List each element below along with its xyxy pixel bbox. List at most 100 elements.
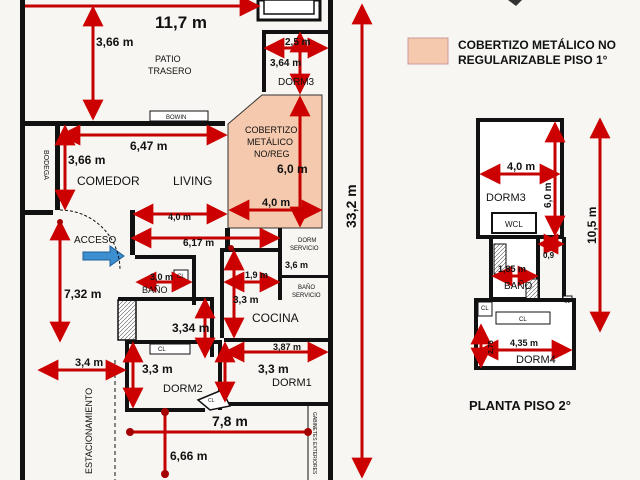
logo-mark xyxy=(508,0,522,6)
ds-wall-mid xyxy=(282,275,328,278)
sf-room-bano: BAÑO xyxy=(504,279,533,292)
sf-dim-w-top: 4,0 m xyxy=(507,161,535,173)
room-cl-corner: CL xyxy=(208,398,215,404)
room-bano-servicio-2: SERVICIO xyxy=(292,293,321,299)
dorm2-cl-box xyxy=(149,343,191,355)
dim-dot xyxy=(161,470,169,478)
room-dorm2: DORM2 xyxy=(163,383,203,395)
legend-swatch xyxy=(407,37,449,65)
dim-front-h: 6,66 m xyxy=(170,449,207,463)
room-bowin: BOWIN xyxy=(166,115,186,121)
bano-wall-right xyxy=(192,255,196,305)
room-bano-servicio-1: BAÑO xyxy=(298,284,315,291)
sf-cl-box1 xyxy=(477,301,493,317)
acceso-wall xyxy=(25,210,53,215)
dim-w-total: 11,7 m xyxy=(155,13,207,32)
sf-dim-dorm4-w: 4,35 m xyxy=(510,338,538,348)
room-gabinetes: GABINETES EXTERIORES xyxy=(311,412,317,475)
dim-comedor-w: 6,47 m xyxy=(130,139,167,153)
dim-est-w: 3,4 m xyxy=(75,357,103,369)
dim-acceso-w: 6,17 m xyxy=(183,238,214,249)
sf-room-dorm3: DORM3 xyxy=(486,192,526,204)
acceso-arrow xyxy=(82,245,125,267)
door-swing xyxy=(59,209,121,271)
room-bano: BAÑO xyxy=(142,285,168,295)
second-floor-plan: 4,0 m 6,0 m 10,5 m 0,9 1,85 m 4,35 m 2,7… xyxy=(469,117,611,413)
sf-room-wcl: WCL xyxy=(505,220,523,229)
dim-dot xyxy=(228,245,234,251)
sf-dim-gap: 0,9 xyxy=(543,251,555,260)
dim-dorm1-h: 3,3 m xyxy=(258,362,289,376)
dorm3-wall-left xyxy=(262,30,266,92)
dim-dot xyxy=(57,219,63,225)
legend-line2: REGULARIZABLE PISO 1° xyxy=(458,53,608,67)
sf-wcl-box xyxy=(491,212,537,234)
cocina-wall-left xyxy=(220,248,224,338)
living-wall xyxy=(130,210,135,255)
room-living: LIVING xyxy=(173,174,212,188)
room-patio-line2: TRASERO xyxy=(148,66,192,76)
first-floor-plan: 11,7 m 3,66 m 2,5 m 3,64 m 6,47 m 3,66 m… xyxy=(20,0,373,480)
dim-cob-w: 4,0 m xyxy=(262,197,290,209)
dim-ds-w: 1,9 m xyxy=(245,270,268,280)
room-dorm-servicio-1: DORM xyxy=(298,238,316,244)
dim-bano-h: 3,34 m xyxy=(172,321,209,335)
room-estacionamiento: ESTACIONAMIENTO xyxy=(84,388,94,474)
room-cobertizo-line1: COBERTIZO xyxy=(245,125,297,135)
sf-dim-dorm4-h: 2,75 xyxy=(488,340,495,354)
room-cocina: COCINA xyxy=(252,311,299,325)
dorm3-wall-top xyxy=(262,30,328,34)
dim-patio-h: 3,66 m xyxy=(96,35,133,49)
stairs xyxy=(117,299,137,341)
sf-room-cl3: CL xyxy=(564,299,571,305)
sf-dim-total: 10,5 m xyxy=(585,207,599,244)
bano-wall-top xyxy=(135,255,195,259)
sf-cl-box2 xyxy=(495,311,551,325)
sf-right-wall xyxy=(562,237,566,307)
room-cl-dorm2: CL xyxy=(158,347,166,353)
dim-dorm1-w: 3,87 m xyxy=(273,342,301,352)
legend: COBERTIZO METÁLICO NO REGULARIZABLE PISO… xyxy=(407,0,616,67)
outer-wall-left xyxy=(20,0,25,480)
legend-line1: COBERTIZO METÁLICO NO xyxy=(458,37,616,52)
sf-room-cl2: CL xyxy=(519,317,527,323)
dim-dorm3-w: 2,5 m xyxy=(285,37,311,48)
dim-dorm3-h: 3,64 m xyxy=(270,58,301,69)
dim-cocina-h: 3,3 m xyxy=(233,295,259,306)
pool-inner xyxy=(263,0,315,15)
dim-front-w: 7,8 m xyxy=(212,413,248,429)
dim-dot xyxy=(304,428,312,436)
dim-living-w: 4,0 m xyxy=(168,212,191,222)
cocina-wall-bottom xyxy=(224,338,328,342)
sf-room-dorm4: DORM4 xyxy=(516,354,556,366)
stair-wall-right xyxy=(210,297,214,357)
room-patio-line1: PATIO xyxy=(155,54,181,64)
dim-acceso-h: 7,32 m xyxy=(64,287,101,301)
dim-comedor-h: 3,66 m xyxy=(68,153,105,167)
dorm1-wall-bottom xyxy=(222,402,328,406)
stair-wall-top xyxy=(118,297,214,301)
patio-wall xyxy=(25,121,225,126)
sf-dim-bano-w: 1,85 m xyxy=(498,264,526,274)
dim-ds-h: 3,6 m xyxy=(285,260,308,270)
room-dorm-servicio-2: SERVICIO xyxy=(290,246,319,252)
room-cl-bano: CL xyxy=(177,274,185,280)
room-bodega: BODEGA xyxy=(42,150,49,180)
dim-total-len: 33,2 m xyxy=(343,184,359,228)
dim-dorm2-h: 3,3 m xyxy=(142,362,173,376)
dim-dot xyxy=(161,408,169,416)
room-dorm3: DORM3 xyxy=(278,77,315,88)
ds-wall-left xyxy=(278,228,282,300)
outer-wall-right xyxy=(328,0,333,480)
bodega-wall xyxy=(55,126,60,210)
room-acceso: ACCESO xyxy=(74,235,116,246)
room-comedor: COMEDOR xyxy=(77,174,140,188)
sf-title: PLANTA PISO 2° xyxy=(469,398,571,413)
room-dorm1: DORM1 xyxy=(272,377,312,389)
sf-dim-h-top: 6,0 m xyxy=(543,182,554,208)
dim-bano-w: 3,0 m xyxy=(150,272,173,282)
dim-dot xyxy=(126,428,134,436)
room-cobertizo-line2: METÁLICO xyxy=(247,137,293,147)
sf-room-cl1: CL xyxy=(481,306,489,312)
